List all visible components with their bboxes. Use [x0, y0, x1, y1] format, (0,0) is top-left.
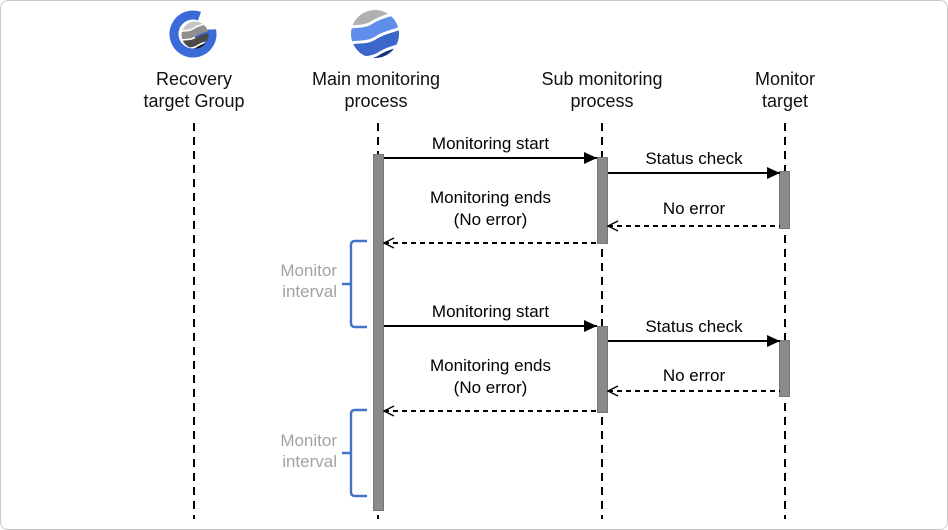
message-label-no-error-2: No error	[662, 366, 726, 385]
message-arrow-status-check-1	[608, 167, 780, 179]
activation-bar-main	[373, 154, 384, 511]
filled-arrowhead-icon	[767, 167, 780, 179]
monitor-interval-label-2: Monitor interval	[280, 431, 337, 471]
message-label-status-check-1: Status check	[645, 149, 743, 168]
message-arrow-monitoring-ends-1	[382, 237, 597, 249]
message-arrow-monitoring-ends-2	[382, 405, 597, 417]
filled-arrowhead-icon	[584, 320, 597, 332]
filled-arrowhead-icon	[767, 335, 780, 347]
lifeline-sub-monitoring-process	[601, 123, 603, 519]
message-label-monitoring-ends-2: Monitoring ends (No error)	[430, 356, 551, 397]
filled-arrowhead-icon	[584, 152, 597, 164]
lifeline-monitor-target	[784, 123, 786, 519]
message-label-no-error-1: No error	[662, 199, 726, 218]
recovery-target-group-icon	[169, 10, 217, 58]
open-arrowhead-icon	[606, 220, 619, 232]
lifeline-recovery-target-group	[193, 123, 195, 519]
message-arrow-no-error-1	[606, 220, 780, 232]
open-arrowhead-icon	[382, 405, 395, 417]
message-label-monitoring-ends-1: Monitoring ends (No error)	[430, 188, 551, 229]
message-arrow-monitoring-start-2	[384, 320, 597, 332]
message-label-monitoring-start-2: Monitoring start	[431, 302, 550, 321]
monitor-interval-bracket-1	[342, 239, 367, 329]
actor-sub-monitoring-process: Sub monitoring process	[541, 69, 663, 111]
activation-bar-target-1	[779, 171, 790, 229]
message-label-monitoring-start-1: Monitoring start	[431, 134, 550, 153]
message-label-status-check-2: Status check	[645, 317, 743, 336]
open-arrowhead-icon	[606, 385, 619, 397]
actor-main-monitoring-process: Main monitoring process	[311, 69, 441, 111]
open-arrowhead-icon	[382, 237, 395, 249]
monitor-interval-bracket-2	[342, 408, 367, 498]
message-arrow-monitoring-start-1	[384, 152, 597, 164]
actor-monitor-target: Monitor target	[754, 69, 816, 111]
actor-recovery-target-group: Recovery target Group	[143, 69, 245, 111]
message-arrow-status-check-2	[608, 335, 780, 347]
message-arrow-no-error-2	[606, 385, 780, 397]
activation-bar-target-2	[779, 340, 790, 397]
activation-bar-sub-1	[597, 157, 608, 244]
monitor-interval-label-1: Monitor interval	[280, 261, 337, 301]
main-monitoring-process-icon	[351, 10, 399, 58]
activation-bar-sub-2	[597, 326, 608, 413]
